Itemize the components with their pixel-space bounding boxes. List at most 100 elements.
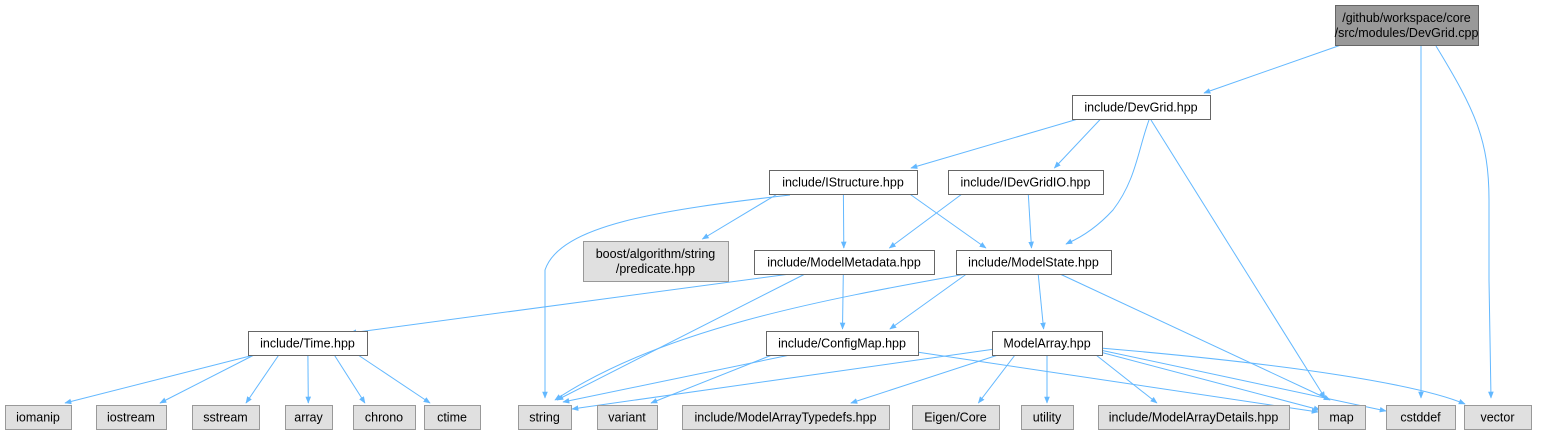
node-label-map: map — [1329, 411, 1353, 425]
node-modelarraydetails: include/ModelArrayDetails.hpp — [1098, 405, 1290, 430]
node-box-istructure — [769, 170, 918, 195]
node-map: map — [1318, 405, 1366, 430]
node-label-boost_predicate: boost/algorithm/string — [596, 247, 716, 261]
node-label-modelarraytypedefs: include/ModelArrayTypedefs.hpp — [694, 411, 876, 425]
node-box-utility — [1021, 405, 1074, 430]
node-istructure[interactable]: include/IStructure.hpp — [769, 170, 918, 195]
node-modelmetadata[interactable]: include/ModelMetadata.hpp — [754, 250, 935, 275]
node-sstream: sstream — [192, 405, 260, 430]
node-box-boost_predicate — [583, 241, 729, 282]
edge-devgrid_hpp-to-istructure — [910, 118, 1079, 169]
nodes-layer: /github/workspace/core/src/modules/DevGr… — [5, 5, 1532, 430]
node-box-modelarray — [992, 331, 1103, 356]
node-box-variant — [597, 405, 658, 430]
edge-modelstate-to-string — [554, 273, 967, 401]
node-label-cstddef: cstddef — [1400, 411, 1441, 425]
edge-modelarray-to-modelarraydetails — [1095, 354, 1158, 404]
node-box-sstream — [192, 405, 260, 430]
node-eigen_core: Eigen/Core — [912, 405, 1000, 430]
node-idevgridio[interactable]: include/IDevGridIO.hpp — [948, 170, 1104, 195]
node-label-variant: variant — [608, 411, 646, 425]
node-box-chrono — [353, 405, 416, 430]
node-devgrid_hpp[interactable]: include/DevGrid.hpp — [1072, 95, 1211, 120]
node-configmap[interactable]: include/ConfigMap.hpp — [766, 331, 919, 356]
node-label-boost_predicate: /predicate.hpp — [616, 262, 695, 276]
node-box-iomanip — [5, 405, 72, 430]
node-devgrid_cpp[interactable]: /github/workspace/core/src/modules/DevGr… — [1335, 5, 1479, 46]
edge-time_hpp-to-chrono — [333, 354, 366, 404]
edge-modelstate-to-map — [1059, 273, 1331, 401]
edge-istructure-to-modelstate — [909, 193, 987, 249]
edge-modelmetadata-to-string — [556, 273, 806, 401]
node-box-modelarraydetails — [1098, 405, 1290, 430]
node-box-modelstate — [956, 250, 1112, 275]
edge-devgrid_hpp-to-idevgridio — [1053, 118, 1101, 169]
node-label-modelarraydetails: include/ModelArrayDetails.hpp — [1109, 411, 1279, 425]
node-box-modelarraytypedefs — [682, 405, 890, 430]
node-label-utility: utility — [1033, 411, 1062, 425]
edge-modelarray-to-string — [571, 348, 996, 411]
edge-configmap-to-map — [909, 350, 1319, 414]
node-modelarray[interactable]: ModelArray.hpp — [992, 331, 1103, 356]
edge-istructure-to-boost_predicate — [701, 193, 778, 240]
node-label-devgrid_cpp: /src/modules/DevGrid.cpp — [1335, 26, 1479, 40]
node-box-string — [518, 405, 572, 430]
node-box-devgrid_hpp — [1072, 95, 1211, 120]
edge-modelarray-to-vector — [1099, 347, 1466, 405]
node-boost_predicate: boost/algorithm/string/predicate.hpp — [583, 241, 729, 282]
node-label-modelarray: ModelArray.hpp — [1003, 337, 1090, 351]
node-cstddef: cstddef — [1386, 405, 1456, 430]
edge-devgrid_hpp-to-modelstate — [1065, 119, 1150, 245]
edge-istructure-to-string — [542, 194, 791, 399]
node-label-string: string — [529, 411, 560, 425]
edge-modelstate-to-configmap — [889, 273, 967, 330]
node-box-cstddef — [1386, 405, 1456, 430]
edge-configmap-to-string — [562, 354, 791, 404]
node-utility: utility — [1021, 405, 1074, 430]
node-array: array — [285, 405, 333, 430]
node-string: string — [518, 405, 572, 430]
node-label-istructure: include/IStructure.hpp — [782, 176, 904, 190]
node-box-idevgridio — [948, 170, 1104, 195]
node-label-iostream: iostream — [107, 411, 155, 425]
edge-devgrid_hpp-to-map — [1150, 119, 1326, 399]
node-iostream: iostream — [96, 405, 167, 430]
node-label-ctime: ctime — [437, 411, 467, 425]
node-box-vector — [1464, 405, 1532, 430]
node-label-idevgridio: include/IDevGridIO.hpp — [961, 176, 1091, 190]
node-box-map — [1318, 405, 1366, 430]
edge-idevgridio-to-modelstate — [1027, 193, 1034, 249]
edge-idevgridio-to-modelmetadata — [888, 193, 963, 249]
edge-configmap-to-variant — [650, 354, 773, 404]
edge-time_hpp-to-iostream — [159, 354, 255, 404]
node-chrono: chrono — [353, 405, 416, 430]
node-label-vector: vector — [1480, 411, 1514, 425]
node-label-devgrid_hpp: include/DevGrid.hpp — [1084, 101, 1197, 115]
node-box-array — [285, 405, 333, 430]
node-label-configmap: include/ConfigMap.hpp — [778, 337, 906, 351]
node-vector: vector — [1464, 405, 1532, 430]
node-label-modelmetadata: include/ModelMetadata.hpp — [767, 256, 921, 270]
edge-time_hpp-to-sstream — [245, 354, 280, 404]
node-label-sstream: sstream — [203, 411, 247, 425]
edge-time_hpp-to-ctime — [357, 354, 431, 404]
edge-modelstate-to-modelarray — [1037, 273, 1046, 330]
node-box-ctime — [424, 405, 481, 430]
edge-modelarray-to-modelarraytypedefs — [850, 354, 999, 404]
node-time_hpp[interactable]: include/Time.hpp — [248, 331, 368, 356]
node-box-time_hpp — [248, 331, 368, 356]
node-box-iostream — [96, 405, 167, 430]
node-modelarraytypedefs: include/ModelArrayTypedefs.hpp — [682, 405, 890, 430]
edge-devgrid_cpp-to-vector — [1435, 45, 1494, 399]
node-box-eigen_core — [912, 405, 1000, 430]
edge-time_hpp-to-iomanip — [64, 354, 255, 405]
node-ctime: ctime — [424, 405, 481, 430]
edge-modelarray-to-cstddef — [1099, 349, 1387, 413]
node-box-devgrid_cpp — [1335, 5, 1479, 46]
edges-layer — [64, 44, 1494, 414]
edge-modelmetadata-to-time_hpp — [349, 273, 791, 335]
node-modelstate[interactable]: include/ModelState.hpp — [956, 250, 1112, 275]
node-box-configmap — [766, 331, 919, 356]
edge-modelmetadata-to-configmap — [839, 273, 846, 330]
